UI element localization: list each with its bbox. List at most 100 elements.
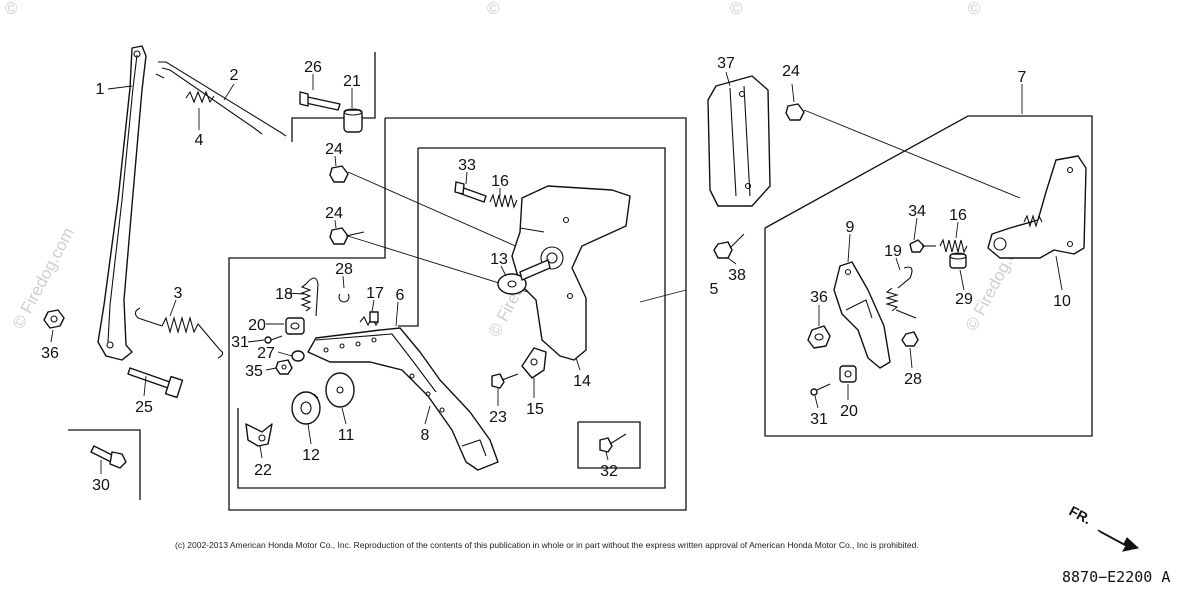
front-label: FR. — [1067, 503, 1094, 528]
callout-24b: 24 — [325, 205, 343, 222]
part-24-bolt-b — [329, 227, 365, 245]
callout-24c: 24 — [782, 63, 800, 80]
part-29-collar — [949, 252, 967, 269]
part-2-rod — [155, 61, 287, 137]
part-13-washer — [497, 259, 551, 295]
callout-16a: 16 — [491, 173, 509, 190]
front-direction-indicator: FR. — [1067, 503, 1140, 552]
callout-22: 22 — [254, 462, 272, 479]
callout-36b: 36 — [810, 289, 828, 306]
part-11-washer — [325, 372, 355, 408]
callout-27: 27 — [257, 345, 275, 362]
part-15-clip — [521, 347, 547, 379]
part-19-spring — [885, 266, 917, 319]
part-32-bolt — [599, 433, 627, 453]
callout-12: 12 — [302, 447, 320, 464]
callout-35: 35 — [245, 363, 263, 380]
part-16-spring-b — [939, 238, 968, 254]
box-bolt-32 — [577, 421, 641, 469]
part-38-bolt — [713, 233, 745, 259]
callout-38: 38 — [728, 267, 746, 284]
box-assembly-6 — [237, 147, 666, 489]
callout-19: 19 — [884, 243, 902, 260]
callout-5: 5 — [710, 281, 719, 298]
callout-18: 18 — [275, 286, 293, 303]
callout-34: 34 — [908, 203, 926, 220]
part-36-nut-right — [807, 325, 831, 349]
callout-3: 3 — [174, 285, 183, 302]
part-10-bracket — [987, 155, 1087, 259]
callout-26: 26 — [304, 59, 322, 76]
callout-17: 17 — [366, 285, 384, 302]
callout-36a: 36 — [41, 345, 59, 362]
part-28-clip-b — [901, 331, 919, 347]
callout-16b: 16 — [949, 207, 967, 224]
part-12-disc — [291, 391, 321, 425]
callout-1: 1 — [96, 81, 105, 98]
part-21-collar — [343, 108, 363, 133]
callout-24a: 24 — [325, 141, 343, 158]
watermark-symbol: © — [968, 0, 981, 18]
callout-13: 13 — [490, 251, 508, 268]
watermark-symbol: © — [730, 0, 743, 18]
part-17-screw — [359, 311, 379, 327]
part-24-bolt-a — [329, 165, 349, 183]
part-31-screw-b — [810, 383, 831, 396]
box-assembly-6-top — [398, 148, 419, 327]
box-assembly-5 — [228, 117, 687, 511]
box-assembly-7 — [764, 115, 1093, 437]
watermark-symbol: © — [487, 0, 500, 18]
part-3-spring — [134, 307, 224, 359]
callout-10: 10 — [1053, 293, 1071, 310]
callout-labels: 1 2 3 4 5 6 7 8 9 10 11 12 13 14 15 16 1… — [41, 55, 1071, 494]
part-26-bolt — [299, 91, 341, 111]
part-16-spring-a — [489, 193, 518, 209]
callout-37: 37 — [717, 55, 735, 72]
callout-28b: 28 — [904, 371, 922, 388]
part-8-bracket — [307, 327, 499, 471]
callout-25: 25 — [135, 399, 153, 416]
part-33-bolt — [454, 181, 487, 203]
callout-33: 33 — [458, 157, 476, 174]
callout-30: 30 — [92, 477, 110, 494]
part-24-bolt-c — [785, 103, 805, 121]
part-36-nut-left — [43, 309, 65, 329]
copyright-notice: (c) 2002-2013 American Honda Motor Co., … — [175, 540, 919, 550]
leader-lines — [50, 71, 1063, 474]
part-37-plate — [707, 75, 771, 207]
callout-8: 8 — [421, 427, 430, 444]
watermark-symbol: © — [5, 0, 18, 18]
callout-14: 14 — [573, 373, 591, 390]
assembly-lines — [347, 109, 1021, 303]
callout-7: 7 — [1018, 69, 1027, 86]
part-27-washer — [291, 350, 305, 362]
part-31-screw-a — [264, 335, 283, 344]
group-boxes — [68, 52, 1093, 511]
part-30-bolt — [90, 445, 127, 469]
part-23-bolt — [491, 373, 519, 389]
part-4-spring — [185, 90, 215, 104]
diagram-code: 8870−E2200 A — [1062, 568, 1170, 586]
part-34-bolt — [909, 239, 936, 253]
callout-6: 6 — [396, 287, 405, 304]
watermark-text-left: © Firedog.com — [9, 224, 78, 332]
part-1-lever — [97, 45, 147, 361]
box-bolt-collar — [291, 52, 376, 142]
callout-9: 9 — [846, 219, 855, 236]
callout-2: 2 — [230, 67, 239, 84]
part-9-lever — [833, 261, 891, 369]
callout-29: 29 — [955, 291, 973, 308]
callout-31b: 31 — [810, 411, 828, 428]
part-35-nut — [275, 359, 293, 375]
callout-23: 23 — [489, 409, 507, 426]
part-25-bolt — [127, 367, 184, 399]
part-18-spring — [300, 277, 319, 317]
box-bolt-30 — [68, 429, 141, 500]
part-28-clip-a — [338, 293, 350, 303]
callout-31a: 31 — [231, 334, 249, 351]
part-22-wingnut — [245, 423, 273, 447]
part-20-nut-a — [285, 317, 305, 335]
callout-32: 32 — [600, 463, 618, 480]
callout-11: 11 — [338, 427, 355, 444]
callout-20a: 20 — [248, 317, 266, 334]
